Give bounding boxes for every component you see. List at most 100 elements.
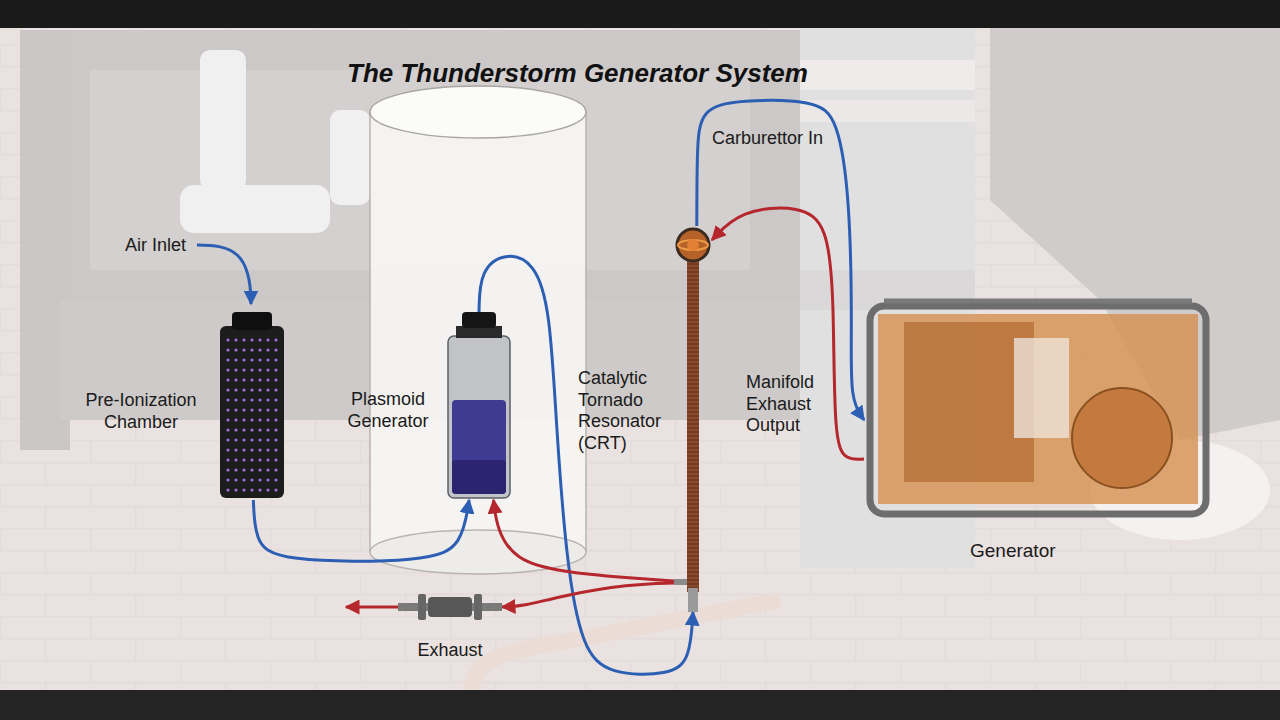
ion-dot [258, 468, 261, 471]
ion-dot [242, 468, 245, 471]
coil-winding [687, 584, 699, 585]
ion-dot [234, 438, 237, 441]
ion-dot [274, 468, 277, 471]
ion-dot [242, 488, 245, 491]
coil-winding [687, 464, 699, 465]
ion-dot [266, 378, 269, 381]
coil-winding [687, 336, 699, 337]
ion-dot [242, 428, 245, 431]
ion-dot [234, 388, 237, 391]
ion-dot [274, 398, 277, 401]
white-tube-sides [370, 112, 586, 552]
coil-winding [687, 456, 699, 457]
flow-label: Carburettor In [712, 128, 823, 150]
exhaust-flange [418, 594, 426, 620]
ion-dot [274, 458, 277, 461]
ion-dot [226, 468, 229, 471]
coil-winding [687, 548, 699, 549]
air-flow-line [697, 100, 864, 419]
chamber-cylinder: Pre-Ionization Chamber [218, 312, 286, 500]
ion-dot [274, 368, 277, 371]
ion-dot [274, 378, 277, 381]
shape-illustration [446, 312, 512, 500]
ion-dot [242, 458, 245, 461]
ion-dot [258, 478, 261, 481]
coil-winding [687, 392, 699, 393]
coil-winding [687, 380, 699, 381]
generator-unit: Generator [864, 298, 1212, 528]
ion-dot [250, 408, 253, 411]
exhaust-part: Exhaust [398, 594, 502, 620]
coil-winding [687, 488, 699, 489]
ion-dot [234, 338, 237, 341]
ion-dot [266, 338, 269, 341]
ion-dot [226, 408, 229, 411]
ion-dot [266, 468, 269, 471]
coil-winding [687, 480, 699, 481]
coil-winding [687, 368, 699, 369]
coil-winding [687, 540, 699, 541]
ion-dot [226, 368, 229, 371]
ion-dot [226, 448, 229, 451]
shape-illustration [864, 298, 1212, 528]
part-label: Exhaust [398, 640, 502, 662]
ion-dot [234, 348, 237, 351]
diagram-title: The Thunderstorm Generator System [347, 58, 808, 89]
coil-winding [687, 504, 699, 505]
ion-dot [274, 488, 277, 491]
ion-dot [242, 358, 245, 361]
ion-dot [274, 418, 277, 421]
coil-winding [687, 556, 699, 557]
ion-dot [234, 458, 237, 461]
air-flow-line [479, 256, 693, 674]
coil-winding [687, 340, 699, 341]
ion-dot [250, 388, 253, 391]
coil-winding [687, 376, 699, 377]
frame-top-bar [884, 299, 1192, 304]
ion-dot [258, 418, 261, 421]
ion-dot [258, 408, 261, 411]
ion-dot [258, 368, 261, 371]
ion-dot [242, 378, 245, 381]
coil-winding [687, 572, 699, 573]
coil-winding [687, 440, 699, 441]
ion-dot [226, 338, 229, 341]
alternator [1072, 388, 1172, 488]
glass-body [448, 336, 510, 498]
ion-dot [274, 478, 277, 481]
part-label: Pre-Ionization Chamber [77, 390, 205, 433]
ion-dot [266, 488, 269, 491]
coil-winding [687, 552, 699, 553]
coil-winding [687, 324, 699, 325]
coil-winding [687, 364, 699, 365]
coil-winding [687, 348, 699, 349]
ion-dot [250, 448, 253, 451]
coil-winding [687, 496, 699, 497]
ion-dot [226, 348, 229, 351]
coil-winding [687, 400, 699, 401]
ion-dot [226, 438, 229, 441]
sphere-ring [678, 240, 708, 250]
coil-winding [687, 268, 699, 269]
ion-dot [250, 398, 253, 401]
ion-dot [242, 478, 245, 481]
exhaust-flow-line [712, 208, 864, 459]
ion-dot [274, 358, 277, 361]
ion-dot [226, 398, 229, 401]
fuel-tank [1014, 338, 1069, 438]
ion-dot [274, 428, 277, 431]
rod-fitting [688, 588, 698, 612]
coil-winding [687, 484, 699, 485]
coil-winding [687, 436, 699, 437]
coil-winding [687, 284, 699, 285]
coil-winding [687, 332, 699, 333]
coil-winding [687, 304, 699, 305]
ion-dot [274, 348, 277, 351]
ion-dot [258, 428, 261, 431]
ion-dot [266, 398, 269, 401]
inlet-label: Air Inlet [125, 235, 186, 257]
coil-winding [687, 460, 699, 461]
ion-dot [234, 408, 237, 411]
ion-dot [266, 388, 269, 391]
ion-dot [250, 418, 253, 421]
